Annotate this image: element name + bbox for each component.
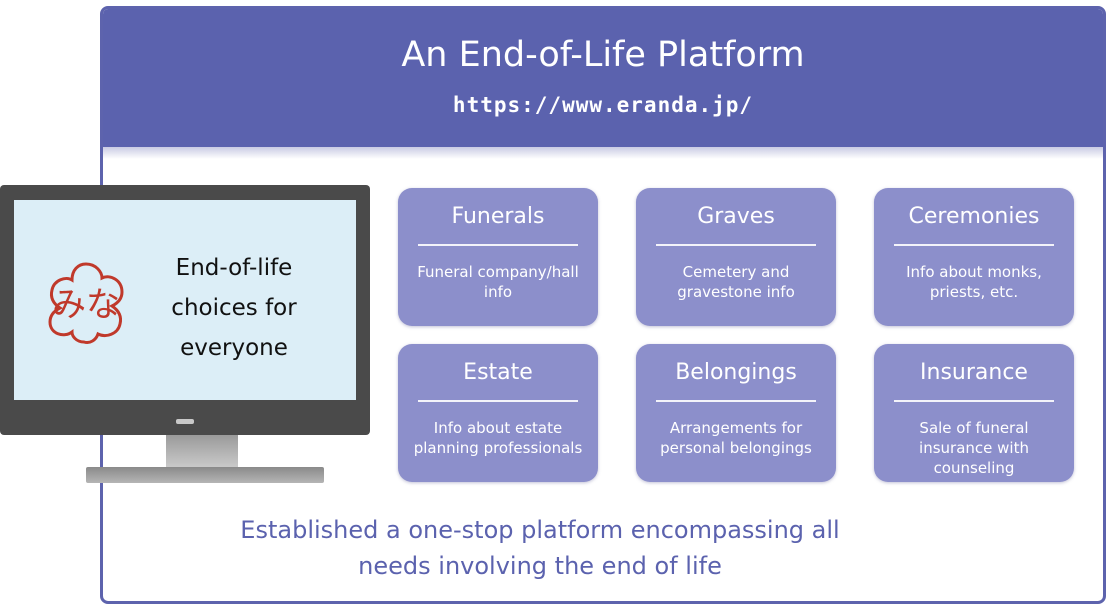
monitor-power-light bbox=[176, 419, 194, 424]
tile-graves: Graves Cemetery and gravestone info bbox=[636, 188, 836, 326]
tile-title: Belongings bbox=[675, 360, 797, 385]
monitor-stand-base bbox=[86, 467, 324, 483]
tile-title: Insurance bbox=[920, 360, 1028, 385]
tile-funerals: Funerals Funeral company/hall info bbox=[398, 188, 598, 326]
tile-divider bbox=[894, 244, 1054, 246]
banner: An End-of-Life Platform https://www.eran… bbox=[103, 9, 1103, 147]
banner-shadow bbox=[103, 147, 1103, 159]
banner-url[interactable]: https://www.eranda.jp/ bbox=[452, 93, 754, 117]
tagline-line: Established a one-stop platform encompas… bbox=[240, 516, 840, 544]
tile-divider bbox=[656, 400, 816, 402]
tagline-line: needs involving the end of life bbox=[358, 552, 722, 580]
tile-insurance: Insurance Sale of funeral insurance with… bbox=[874, 344, 1074, 482]
mina-logo-icon: みな bbox=[48, 262, 124, 344]
caption-line: everyone bbox=[180, 335, 288, 361]
monitor-caption: End-of-life choices for everyone bbox=[136, 248, 332, 368]
tile-title: Ceremonies bbox=[908, 204, 1040, 229]
logo-glyph: みな bbox=[52, 285, 120, 325]
tile-description: Funeral company/hall info bbox=[417, 263, 579, 301]
tile-title: Estate bbox=[463, 360, 533, 385]
tile-title: Funerals bbox=[451, 204, 545, 229]
tile-description: Info about estate planning professionals bbox=[413, 419, 583, 457]
tile-description: Info about monks, priests, etc. bbox=[906, 263, 1042, 301]
tile-divider bbox=[894, 400, 1054, 402]
tile-divider bbox=[656, 244, 816, 246]
tile-description: Arrangements for personal belongings bbox=[660, 419, 812, 457]
tile-divider bbox=[418, 400, 578, 402]
tile-description: Cemetery and gravestone info bbox=[677, 263, 795, 301]
tile-description: Sale of funeral insurance with counselin… bbox=[919, 419, 1029, 477]
caption-line: End-of-life bbox=[175, 255, 293, 281]
tile-estate: Estate Info about estate planning profes… bbox=[398, 344, 598, 482]
tile-ceremonies: Ceremonies Info about monks, priests, et… bbox=[874, 188, 1074, 326]
monitor-stand-neck bbox=[166, 435, 238, 467]
tile-title: Graves bbox=[697, 204, 775, 229]
tile-divider bbox=[418, 244, 578, 246]
monitor-screen bbox=[14, 200, 356, 400]
banner-title: An End-of-Life Platform bbox=[401, 35, 805, 75]
caption-line: choices for bbox=[171, 295, 297, 321]
tagline: Established a one-stop platform encompas… bbox=[240, 512, 840, 584]
tile-belongings: Belongings Arrangements for personal bel… bbox=[636, 344, 836, 482]
